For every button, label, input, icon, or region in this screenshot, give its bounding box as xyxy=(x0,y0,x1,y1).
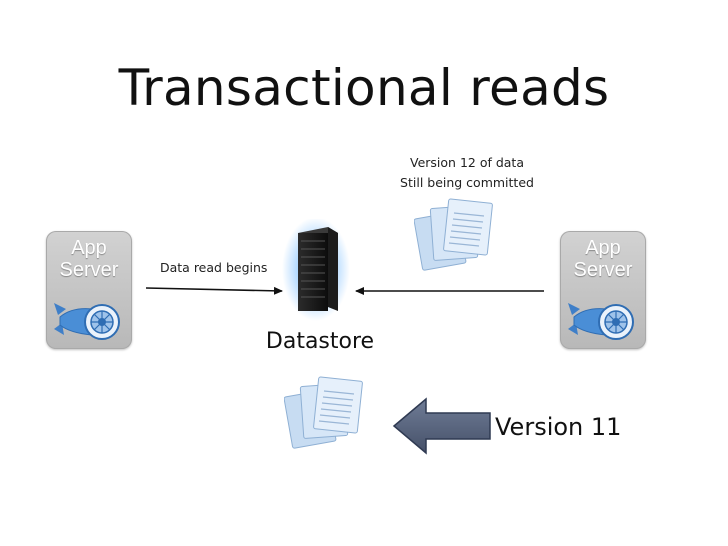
app-server-left-line1: App xyxy=(71,237,107,259)
app-server-left: App Server xyxy=(46,231,132,349)
app-engine-icon xyxy=(568,303,634,340)
version11-label: Version 11 xyxy=(495,413,622,441)
server-rack-icon xyxy=(282,219,350,321)
read-begins-arrow xyxy=(145,286,283,295)
document-stack-icon xyxy=(284,376,363,449)
app-server-left-line2: Server xyxy=(59,259,119,281)
document-stack-icon xyxy=(414,198,493,271)
app-server-left-label: App Server xyxy=(46,237,132,281)
version12-note-line2: Still being committed xyxy=(400,175,534,190)
app-server-right-line1: App xyxy=(585,237,621,259)
read-begins-note: Data read begins xyxy=(160,260,268,275)
version12-note-line1: Version 12 of data xyxy=(410,155,524,170)
version12-note: Version 12 of data Still being committed xyxy=(382,153,552,193)
app-server-right: App Server xyxy=(560,231,646,349)
app-server-right-line2: Server xyxy=(573,259,633,281)
app-engine-icon xyxy=(54,303,120,340)
big-left-arrow-icon xyxy=(392,397,491,455)
slide-title: Transactional reads xyxy=(118,59,610,117)
app-server-right-label: App Server xyxy=(560,237,646,281)
datastore-label: Datastore xyxy=(265,329,375,354)
